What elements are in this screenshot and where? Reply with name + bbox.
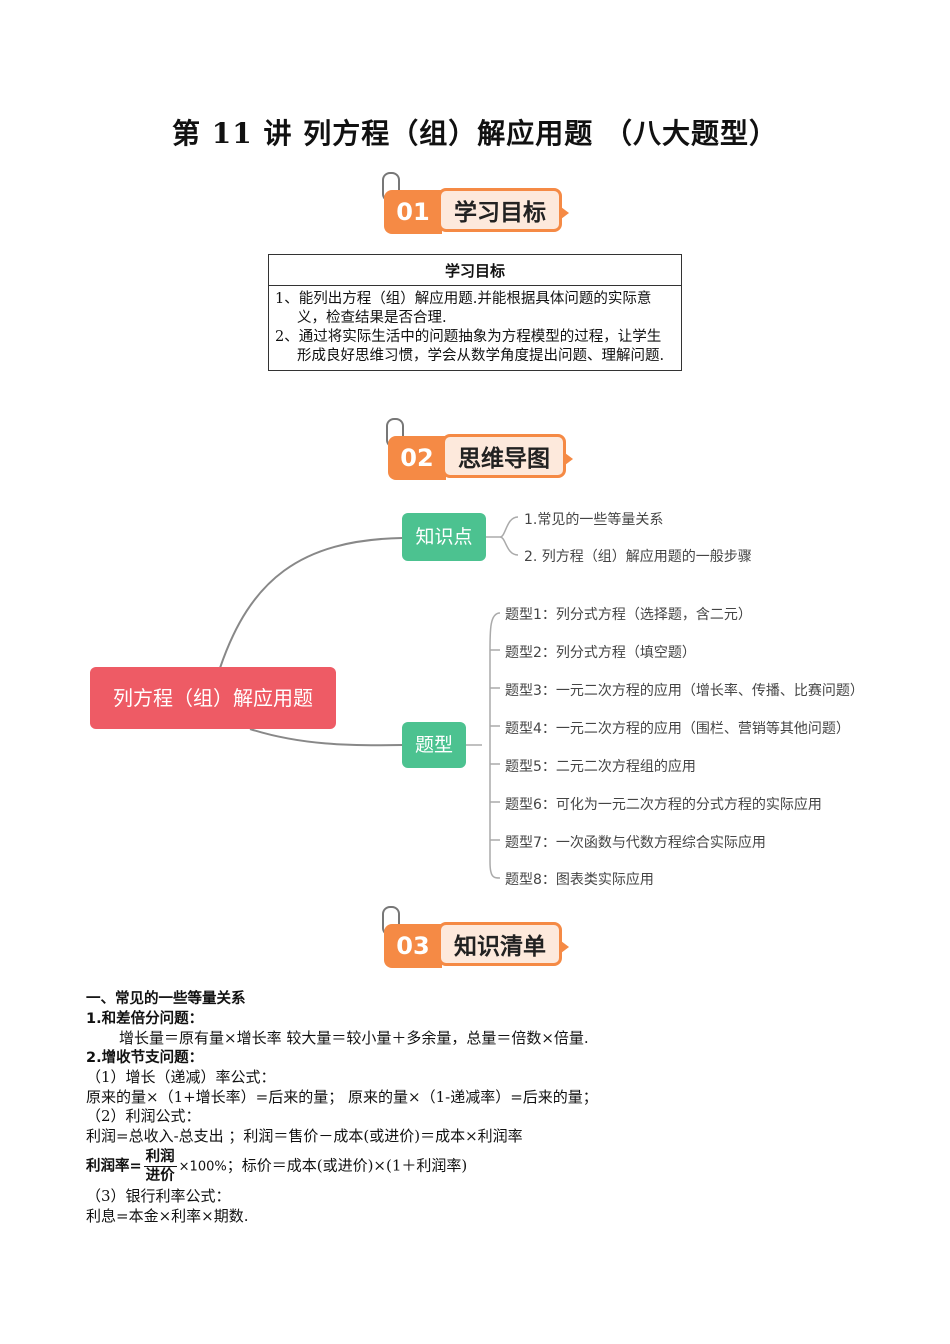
formula-subtitle: （2）利润公式： [86,1107,201,1125]
percent-factor: ×100% [178,1159,227,1175]
mindmap-leaf: 2. 列方程（组）解应用题的一般步骤 [524,549,752,565]
profit-rate-formula: 利润率=利润进价×100%；标价＝成本(或进价)×(1＋利润率) [86,1148,886,1185]
formula-line: 增长量＝原有量×增长率 较大量＝较小量＋多余量，总量＝倍数×倍量. [119,1029,589,1047]
clip-icon [382,906,400,936]
goals-table: 学习目标 1、能列出方程（组）解应用题.并能根据具体问题的实际意义，检查结果是否… [268,254,682,371]
fraction-numerator: 利润 [143,1149,177,1167]
mindmap-node-knowledge: 知识点 [402,513,486,561]
formula-line: 原来的量×（1+增长率）=后来的量； 原来的量×（1-递减率）=后来的量； [86,1087,598,1106]
section-number: 03 [384,924,442,968]
section-number: 02 [388,436,446,480]
mindmap-leaf: 题型8：图表类实际应用 [505,872,654,888]
clip-icon [386,418,404,448]
section-label: 学习目标 [438,188,569,232]
formula-rest: ；标价＝成本(或进价)×(1＋利润率) [226,1156,468,1175]
goals-header: 学习目标 [268,254,682,286]
mindmap-leaf: 1.常见的一些等量关系 [524,512,664,528]
profit-rate-fraction: 利润进价 [143,1148,177,1185]
mindmap-leaf: 题型6：可化为一元二次方程的分式方程的实际应用 [505,797,822,813]
formula-subtitle: （1）增长（递减）率公式： [86,1068,276,1086]
page-title: 第 11 讲 列方程（组）解应用题 （八大题型） [172,117,778,150]
formula-line: 利息=本金×利率×期数. [86,1206,249,1225]
mindmap-leaf: 题型2：列分式方程（填空题） [505,645,696,661]
section-label: 知识清单 [438,922,569,966]
knowledge-list: 一、常见的一些等量关系 1.和差倍分问题： 增长量＝原有量×增长率 较大量＝较小… [86,990,886,1226]
profit-rate-label: 利润率= [86,1158,142,1175]
subsection-title: 2.增收节支问题： [86,1049,204,1066]
mindmap-leaf: 题型3：一元二次方程的应用（增长率、传播、比赛问题） [505,683,864,699]
formula-subtitle: （3）银行利率公式： [86,1187,231,1205]
mindmap-leaf: 题型7：一次函数与代数方程综合实际应用 [505,835,766,851]
mindmap-leaf: 题型4：一元二次方程的应用（围栏、营销等其他问题） [505,721,850,737]
mindmap-leaf: 题型1：列分式方程（选择题，含二元） [505,607,752,623]
mindmap-leaf: 题型5：二元二次方程组的应用 [505,759,696,775]
goal-item: 1、能列出方程（组）解应用题.并能根据具体问题的实际意义，检查结果是否合理. [275,291,652,326]
section-label: 思维导图 [442,434,573,478]
knowledge-heading: 一、常见的一些等量关系 [86,991,246,1007]
goal-item: 2、通过将实际生活中的问题抽象为方程模型的过程，让学生形成良好思维习惯，学会从数… [275,329,665,364]
mindmap-root: 列方程（组）解应用题 [90,667,336,729]
mindmap-node-types: 题型 [402,722,466,768]
section-number: 01 [384,190,442,234]
clip-icon [382,172,400,202]
subsection-title: 1.和差倍分问题： [86,1010,204,1027]
goals-body: 1、能列出方程（组）解应用题.并能根据具体问题的实际意义，检查结果是否合理. 2… [268,285,682,371]
fraction-denominator: 进价 [145,1168,175,1184]
formula-line: 利润=总收入-总支出 ；利润＝售价－成本(或进价)＝成本×利润率 [86,1126,523,1145]
